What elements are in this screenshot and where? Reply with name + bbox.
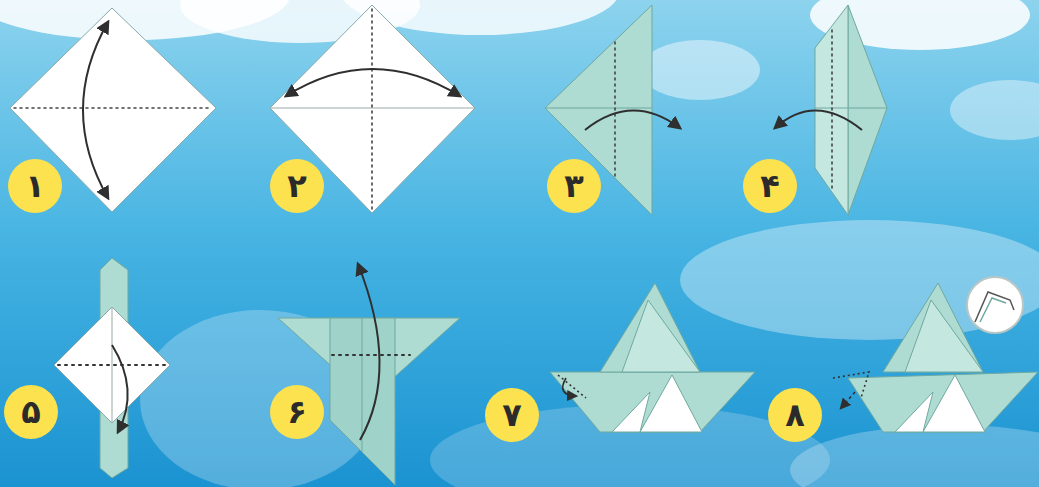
callout-number: ۵ [21,396,41,428]
step-4-figure-part [815,108,887,109]
callout-number: ۴ [760,170,780,202]
clouds-part [950,80,1039,140]
step-3-figure-part [545,108,652,109]
callout-number: ۱ [25,170,45,202]
step-7-figure-part [640,375,702,432]
detail-inset-part [967,277,1023,333]
step-6-figure-part [332,354,410,356]
step-5-figure-part [112,307,113,423]
callout-number: ۳ [564,170,584,202]
step-7-figure-part [600,283,700,372]
step-2-figure [270,5,475,213]
clouds-part [790,425,1039,487]
step-2-figure-part [286,69,460,96]
step-6-figure [278,264,460,485]
step-6-figure-part [362,318,363,452]
clouds-part [640,40,760,100]
step-8-figure-part [848,372,1038,432]
step-5-figure-part [58,364,166,366]
step-4-figure-part [775,110,862,130]
detail-inset [967,277,1023,333]
step-6-figure-part [330,318,395,485]
step-4-figure-part [831,30,833,188]
step-number-badge: ۲ [270,159,324,213]
callout-number: ۲ [287,170,307,202]
step-8-figure-part [923,375,985,432]
detail-inset-part [980,298,1006,322]
step-5-figure-part [54,307,170,423]
step-5-figure-part [112,345,128,432]
step-7-figure [550,283,755,432]
step-number-badge: ۳ [547,159,601,213]
callout-number: ۶ [287,396,307,428]
step-number-badge: ۸ [768,388,822,442]
step-2-figure-part [371,9,373,209]
step-5-figure [54,258,170,478]
step-6-figure-part [358,264,380,440]
step-number-badge: ۵ [4,385,58,439]
step-7-figure-part [612,392,650,432]
step-3-figure-part [614,42,616,178]
detail-inset-part [975,292,1014,322]
step-7-figure-part [563,378,576,396]
step-2-figure-part [270,108,475,109]
step-1-figure [10,8,216,212]
step-7-figure-part [622,300,700,372]
callout-number: ۷ [502,399,522,431]
step-3-figure-part [585,110,680,130]
step-8-figure-part [841,392,855,408]
step-7-figure-part [558,375,586,398]
step-number-badge: ۴ [743,159,797,213]
step-7-figure-part [550,372,755,432]
step-2-figure-part [270,5,475,213]
callout-number: ۸ [785,399,805,431]
step-8-figure-part [895,392,933,432]
step-number-badge: ۶ [270,385,324,439]
step-1-figure-part [10,8,216,212]
step-3-figure [545,5,680,215]
step-8-figure-part [833,372,869,398]
step-4-figure-part [848,5,887,215]
step-number-badge: ۷ [485,388,539,442]
step-number-badge: ۱ [8,159,62,213]
step-1-figure-part [83,22,108,198]
clouds-part [680,220,1039,340]
step-1-figure-part [14,107,212,109]
